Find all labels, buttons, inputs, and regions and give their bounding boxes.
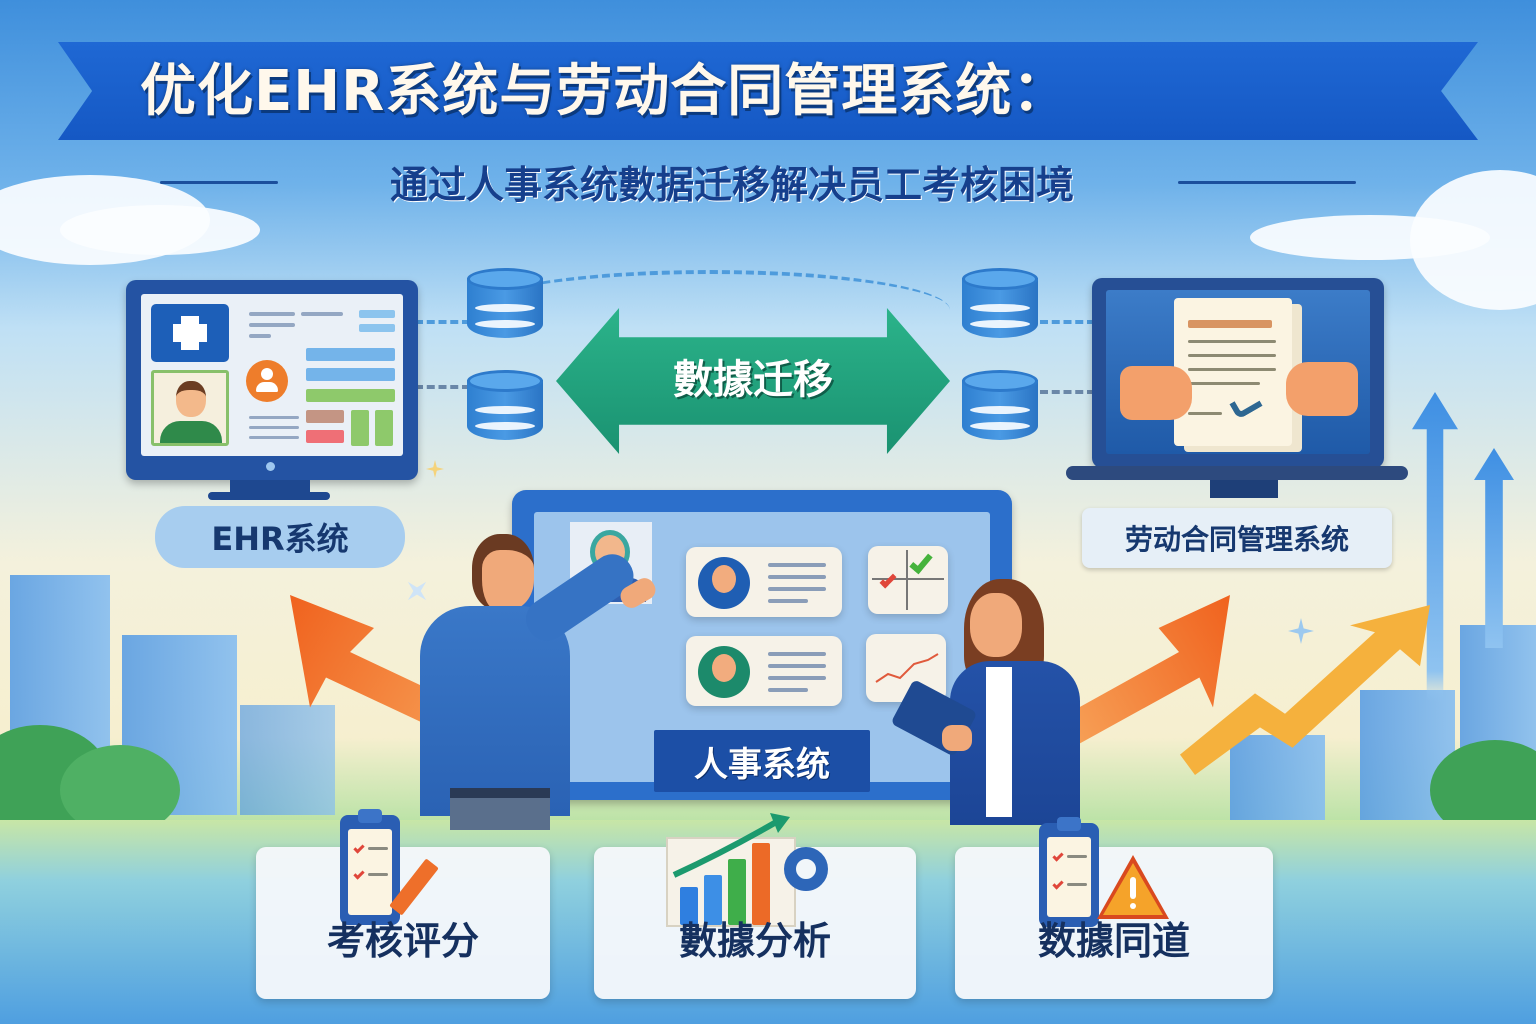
card-label: 考核评分: [326, 919, 479, 963]
subtitle-divider-right: [1178, 181, 1356, 184]
card-label: 數據分析: [678, 919, 831, 963]
building-left-3: [240, 705, 335, 815]
labor-contract-system-label: 劳动合同管理系统: [1082, 508, 1392, 568]
woman-shirt: [986, 667, 1012, 817]
hr-system-board: 人事系统: [512, 490, 1012, 800]
ehr-screen: [141, 294, 403, 456]
database-icon: [467, 370, 543, 446]
contract-document-icon: [1174, 298, 1292, 446]
woman-head: [970, 593, 1022, 657]
hand-right-icon: [1286, 362, 1358, 416]
card-data-analysis[interactable]: 數據分析: [594, 813, 916, 999]
building-right-1: [1230, 735, 1325, 825]
data-flow-line-left-1: [415, 320, 470, 324]
checklist-clipboard-icon: [340, 809, 400, 925]
ehr-monitor-base: [208, 492, 330, 500]
laptop-stand: [1210, 480, 1278, 498]
bar-chart-gear-icon: [666, 813, 828, 929]
cloud-left-2: [60, 205, 260, 255]
hr-system-label: 人事系统: [654, 730, 870, 792]
user-avatar-icon: [246, 360, 288, 402]
gear-icon: [784, 847, 828, 891]
data-flow-line-top: [470, 270, 950, 350]
data-flow-line-left-2: [415, 385, 470, 389]
employee-photo-icon: [151, 370, 229, 446]
employee-card-2: [686, 636, 842, 706]
checkmark-chart-icon: [868, 546, 948, 614]
man-head: [472, 534, 534, 610]
medical-cross-icon: [151, 304, 229, 362]
sparkle-icon: [426, 460, 444, 478]
page-title: 优化EHR系统与劳动合同管理系统：: [140, 59, 1070, 124]
trend-line-icon: [875, 653, 939, 683]
hand-left-icon: [1120, 366, 1192, 420]
man-presenter: [400, 530, 660, 830]
contract-screen: [1106, 290, 1370, 454]
ehr-system-label: EHR系统: [155, 506, 405, 568]
ehr-monitor-stand: [230, 480, 310, 494]
data-flow-line-right-2: [1040, 390, 1095, 394]
data-flow-line-right-1: [1040, 320, 1095, 324]
card-data-sync[interactable]: 数據同道: [955, 817, 1273, 999]
employee-card-1: [686, 547, 842, 617]
woman-with-tablet: [890, 575, 1080, 825]
ehr-monitor: [126, 280, 418, 480]
power-led: [266, 462, 275, 471]
data-migration-label: 數據迁移: [673, 357, 833, 403]
database-icon: [962, 370, 1038, 446]
woman-hand: [942, 725, 972, 751]
contract-laptop: [1092, 278, 1384, 468]
database-icon: [962, 268, 1038, 344]
clipboard-warning-icon: [1039, 817, 1099, 927]
curved-arrow-orange-right: [1060, 595, 1230, 745]
sparkle-icon: [1288, 618, 1314, 644]
laptop-base: [1066, 466, 1408, 480]
cloud-right-2: [1250, 215, 1490, 260]
man-legs: [450, 798, 550, 830]
card-performance-scoring[interactable]: 考核评分: [256, 809, 550, 999]
trend-up-arrow-icon: [672, 813, 790, 878]
title-ribbon: [58, 42, 1478, 140]
growth-arrow-blue-2: [1474, 448, 1514, 648]
database-icon: [467, 268, 543, 344]
subtitle-divider-left: [160, 181, 278, 184]
man-belt: [450, 788, 550, 798]
page-subtitle: 通过人事系统數据迁移解决员工考核困境: [389, 163, 1074, 207]
card-label: 数據同道: [1037, 919, 1190, 963]
signature-pen-icon: [1229, 390, 1263, 420]
